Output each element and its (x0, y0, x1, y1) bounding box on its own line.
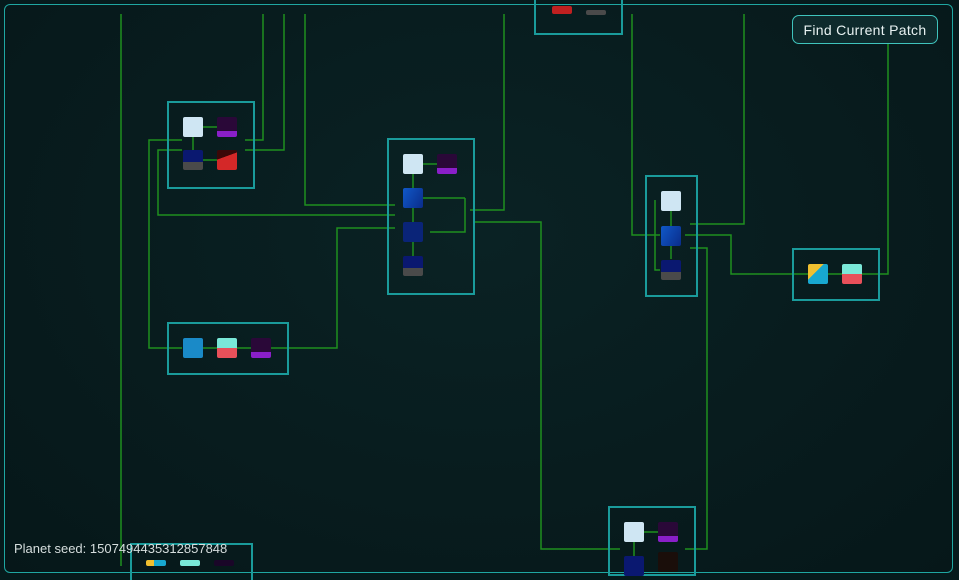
connection-line (474, 221, 620, 550)
connection-line (430, 198, 466, 233)
vents-icon (214, 560, 234, 566)
ocean-icon (183, 150, 203, 170)
connection-line (270, 227, 395, 349)
planet-seed-label: Planet seed: 1507494435312857848 (14, 541, 228, 556)
tidepool-icon (183, 338, 203, 358)
connection-line (304, 14, 395, 206)
find-current-patch-button[interactable]: Find Current Patch (792, 15, 938, 44)
connection-line (470, 14, 505, 211)
connection-line (631, 14, 660, 236)
ocean-icon (624, 556, 644, 576)
patch-e[interactable] (792, 248, 880, 301)
patch-f[interactable] (608, 506, 696, 576)
connection-line (685, 247, 708, 550)
connection-line (245, 14, 264, 141)
coastal-icon (808, 264, 828, 284)
estuary-icon (217, 338, 237, 358)
estuary-icon (842, 264, 862, 284)
patch-b[interactable] (387, 138, 475, 295)
ice-shelf-icon (183, 117, 203, 137)
vents-icon (437, 154, 457, 174)
patch-c[interactable] (167, 322, 289, 375)
vents-icon (251, 338, 271, 358)
connection-line (245, 14, 285, 151)
connection-line (654, 200, 660, 271)
patch-d[interactable] (645, 175, 698, 297)
bathypelagic-icon (661, 260, 681, 280)
connection-line (148, 139, 182, 349)
bathypelagic-icon (403, 256, 423, 276)
ice-shelf-icon (403, 154, 423, 174)
vents-icon (217, 117, 237, 137)
vents-icon (658, 522, 678, 542)
map-frame (4, 4, 953, 573)
volcanic-icon (217, 150, 237, 170)
estuary-icon (180, 560, 200, 566)
ocean-icon (586, 10, 606, 15)
connection-line (690, 14, 745, 225)
connection-line (862, 44, 889, 275)
connection-line (685, 234, 808, 275)
patch-bottom[interactable] (130, 543, 253, 580)
coastal-icon (146, 560, 166, 566)
cave-icon (658, 552, 678, 572)
patch-top[interactable] (534, 0, 623, 35)
volcanic-icon (552, 6, 572, 14)
ice-shelf-icon (624, 522, 644, 542)
epipelagic-icon (403, 188, 423, 208)
ice-shelf-icon (661, 191, 681, 211)
connection-line (157, 149, 395, 216)
mesopelagic-icon (403, 222, 423, 242)
patch-a[interactable] (167, 101, 255, 189)
epipelagic-icon (661, 226, 681, 246)
